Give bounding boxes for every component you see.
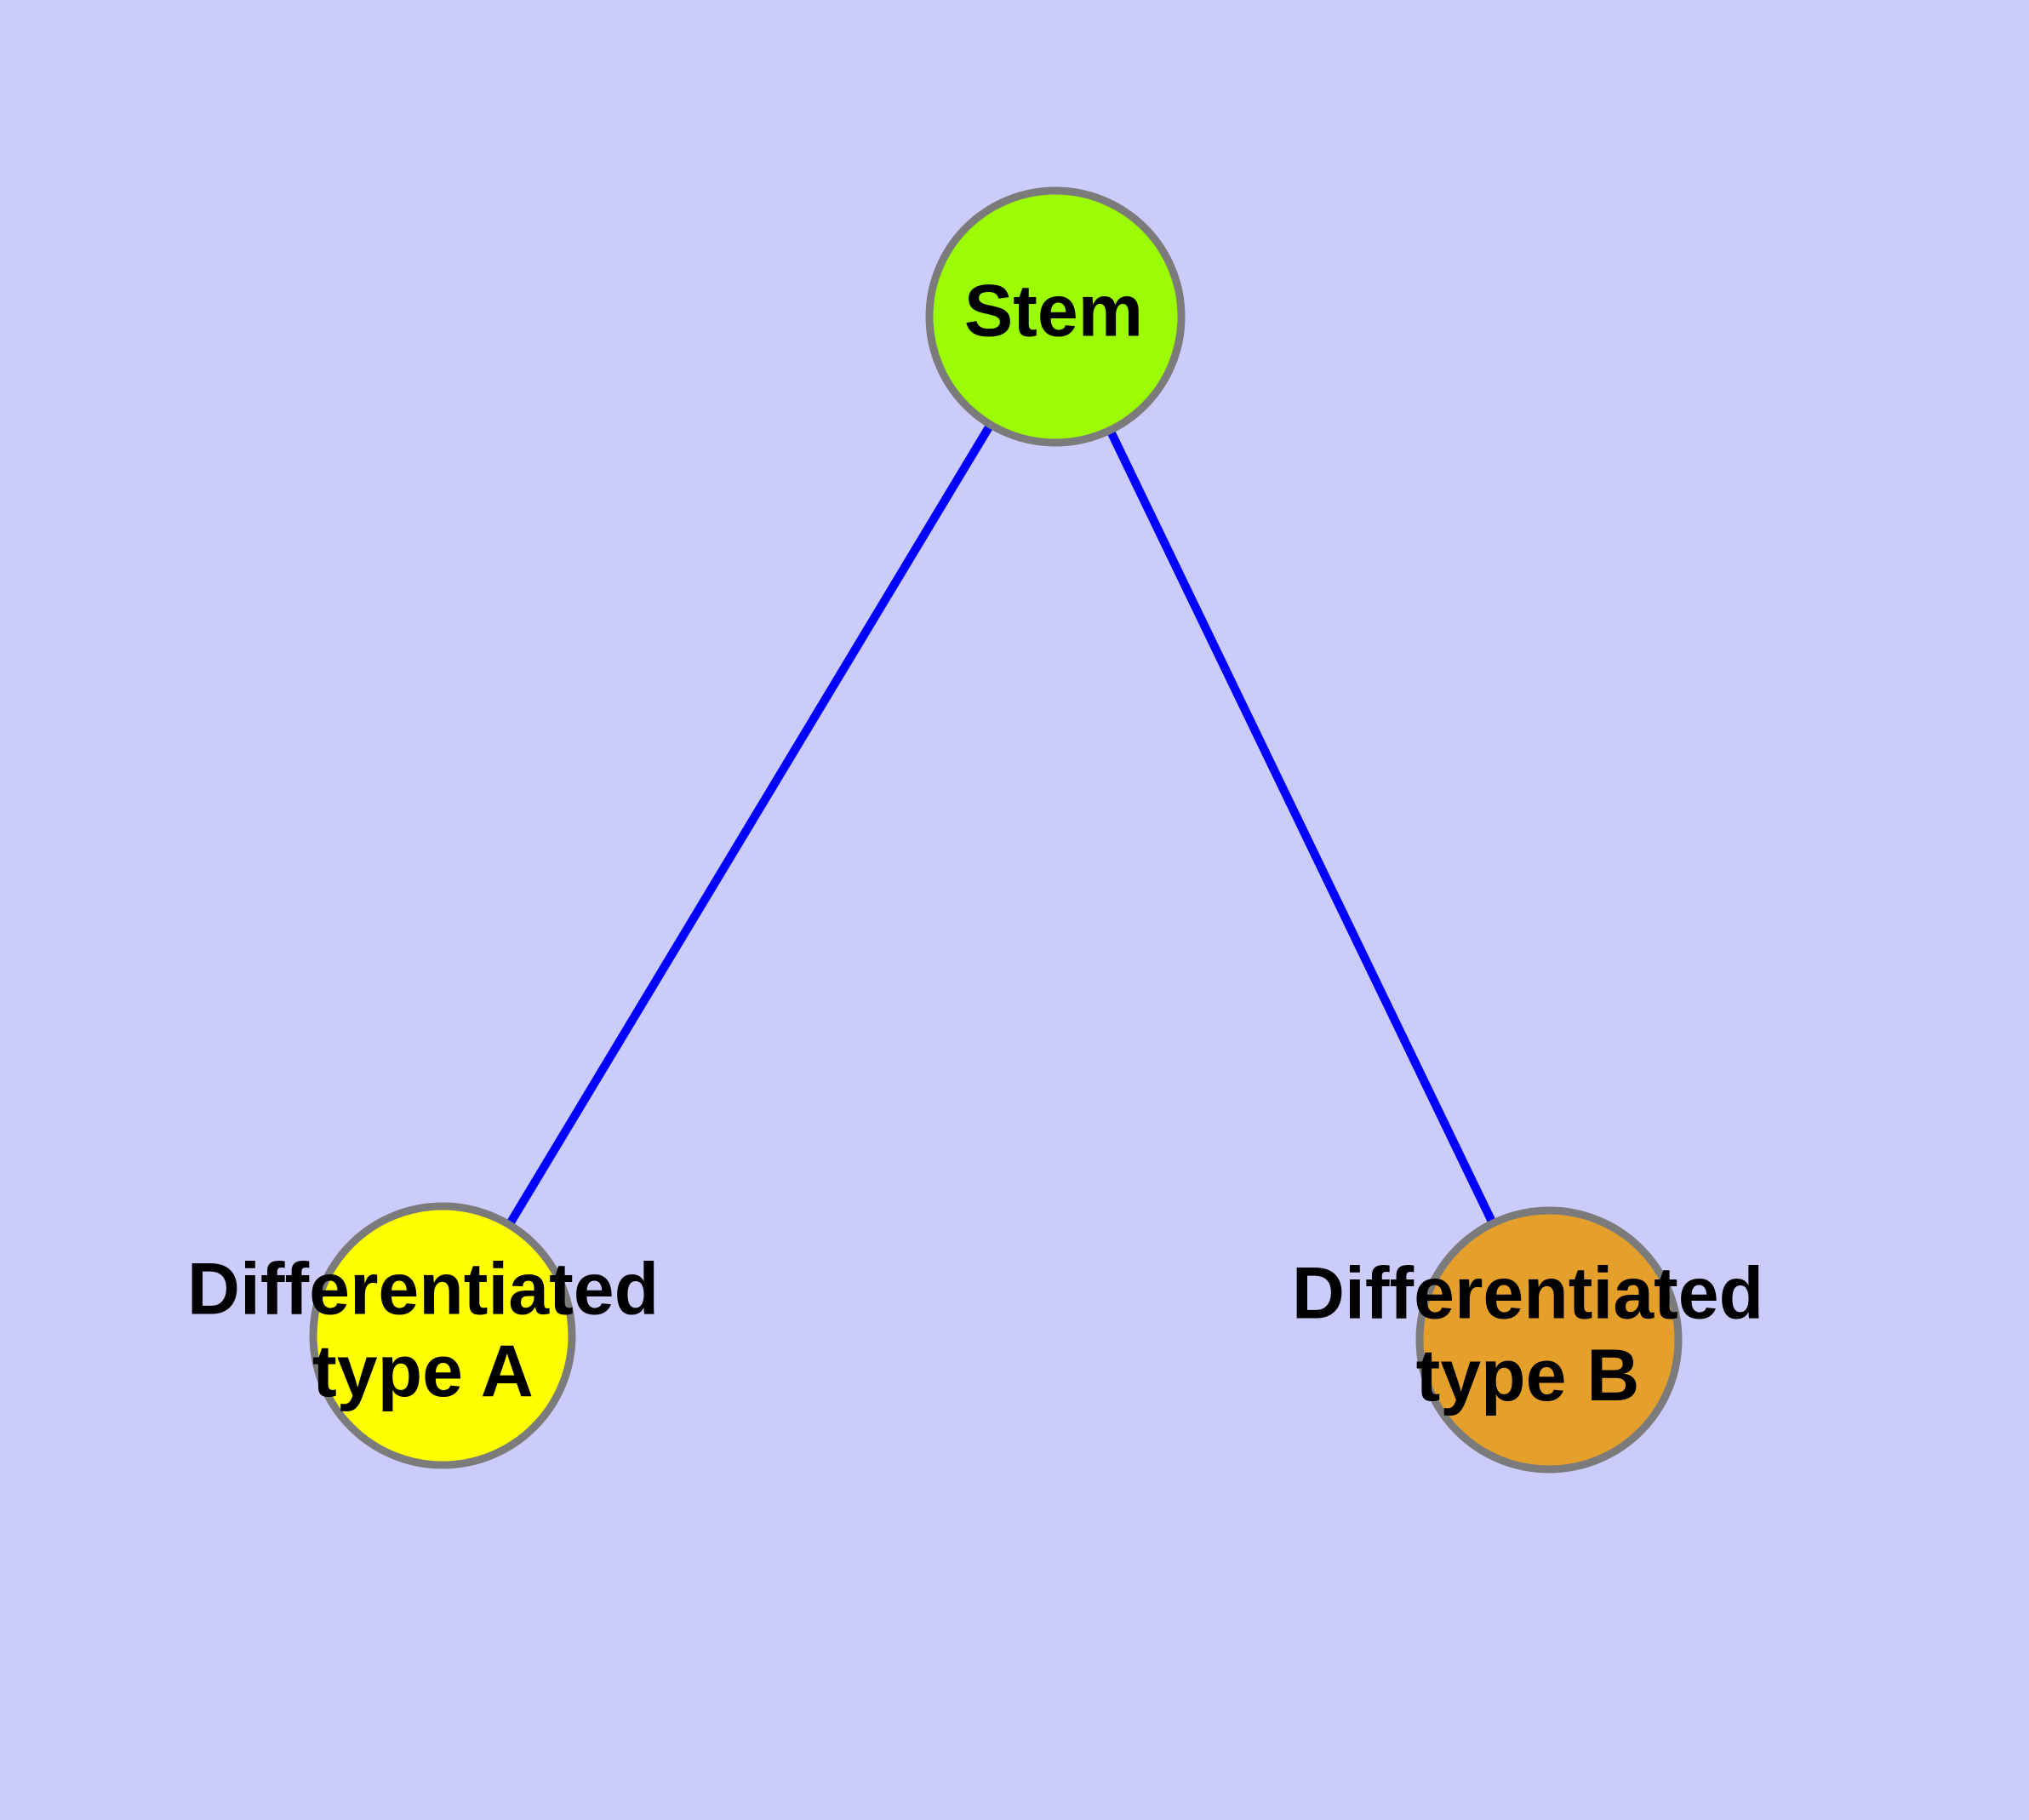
node-stem-circle[interactable] — [925, 186, 1186, 447]
edge-stem-to-type-b[interactable] — [1051, 314, 1553, 1342]
node-stem[interactable]: Stem — [925, 186, 1186, 447]
node-differentiated-type-b[interactable]: Differentiated type B — [1292, 1206, 1763, 1474]
edges-layer — [438, 314, 1553, 1342]
node-differentiated-type-a[interactable]: Differentiated type A — [187, 1202, 659, 1469]
node-differentiated-type-b-label-line1: Differentiated — [1292, 1253, 1763, 1335]
nodes-layer: Stem Differentiated type A Differentiate… — [187, 186, 1763, 1474]
node-differentiated-type-a-label-line2: type A — [312, 1331, 534, 1412]
node-stem-label-line1: Stem — [964, 271, 1143, 352]
node-differentiated-type-b-circle[interactable] — [1415, 1206, 1683, 1474]
edge-stem-to-type-a[interactable] — [438, 314, 1060, 1338]
node-differentiated-type-a-circle[interactable] — [309, 1202, 576, 1469]
node-differentiated-type-a-label-line1: Differentiated — [187, 1249, 659, 1331]
node-differentiated-type-b-label-line2: type B — [1416, 1335, 1640, 1417]
